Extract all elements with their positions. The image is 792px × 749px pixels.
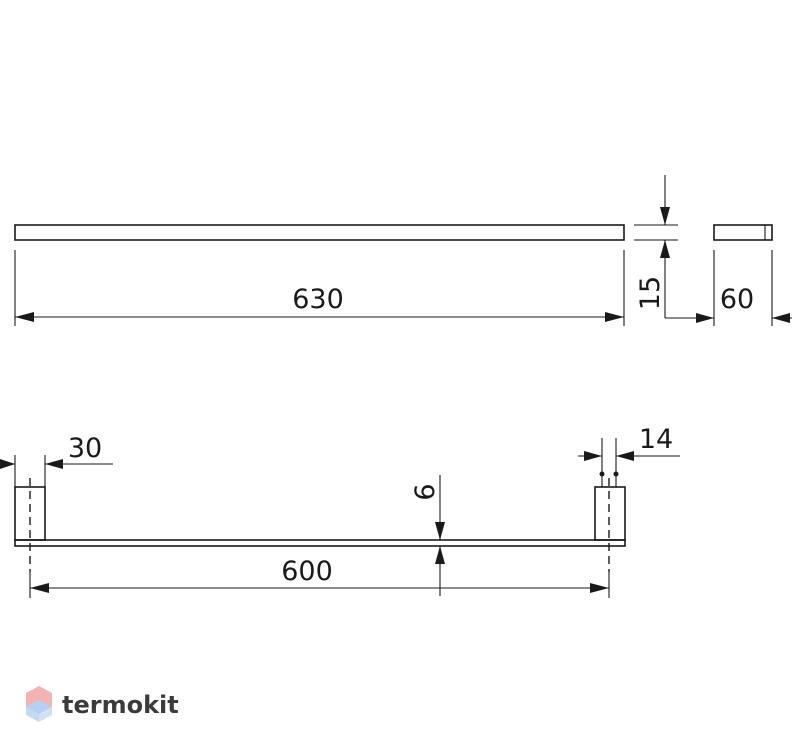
dimension-height-15: 15: [634, 175, 678, 318]
dimension-label-15: 15: [635, 276, 666, 310]
dimension-depth-60: 60: [665, 250, 792, 326]
dimension-length-630: 630: [14, 250, 625, 326]
right-bracket: [594, 486, 626, 541]
towel-bar-front-outline: [14, 539, 626, 547]
end-profile: [713, 224, 773, 241]
termokit-logo-icon: [26, 686, 52, 722]
dimension-label-6: 6: [410, 483, 441, 500]
towel-bar-top-outline: [14, 224, 625, 241]
dimension-bar-6: 6: [410, 475, 445, 596]
dimension-center-600: 600: [29, 556, 610, 598]
dimension-label-600: 600: [281, 556, 333, 587]
watermark-brand-text: termokit: [62, 691, 179, 719]
dimension-label-30: 30: [68, 433, 102, 464]
dimension-label-630: 630: [292, 284, 344, 315]
dimension-label-60: 60: [720, 284, 754, 315]
dimension-label-14: 14: [639, 424, 673, 455]
profile-outline: [713, 224, 773, 241]
front-view: 30 14 6 600: [0, 424, 680, 598]
top-view: 630 15 60: [14, 175, 792, 326]
dimension-bracket-30: 30: [0, 433, 113, 487]
dimension-bracket-14: 14: [578, 424, 680, 487]
watermark: termokit: [26, 686, 179, 722]
